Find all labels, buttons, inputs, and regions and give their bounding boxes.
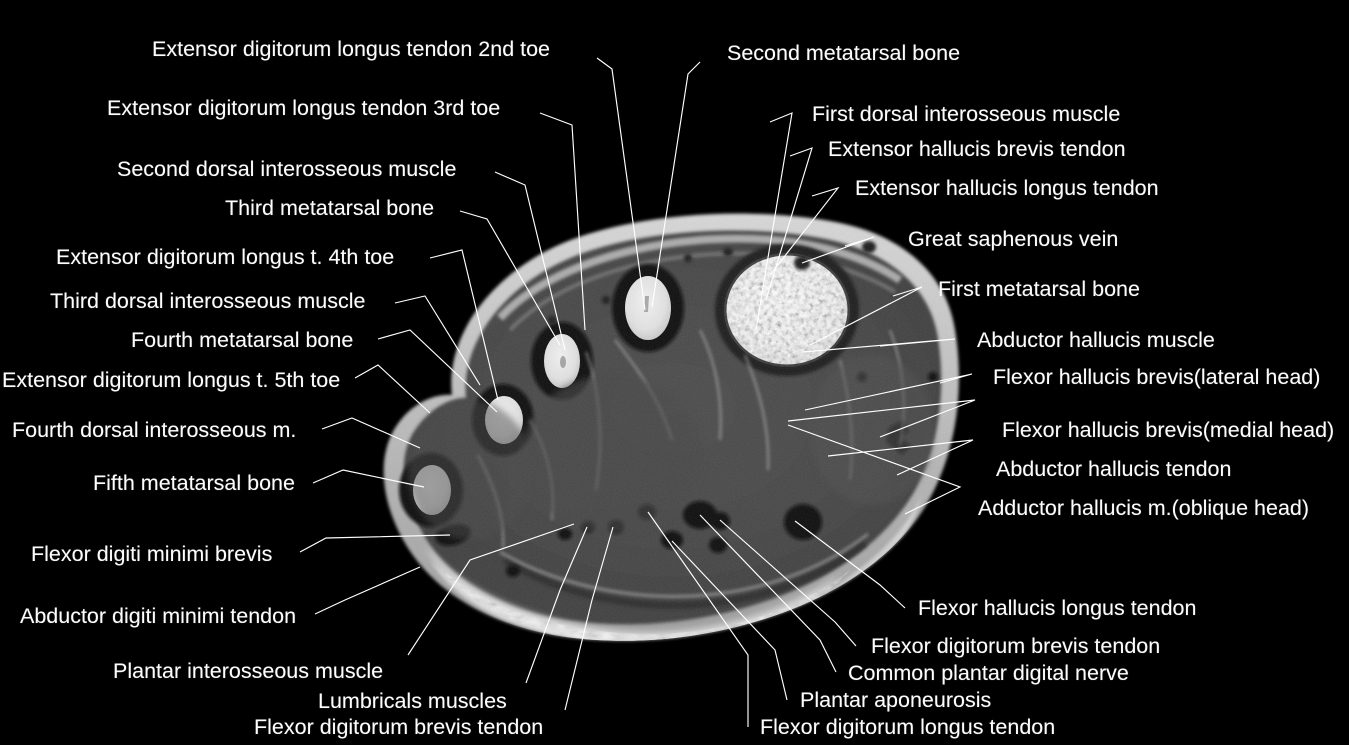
- leader-line-ll-4th-dors: [321, 417, 421, 449]
- label-abductor-digiti-minimi-tendon: Abductor digiti minimi tendon: [20, 604, 297, 628]
- leader-line-ll-cpdn: [699, 514, 837, 673]
- leader-line-ll-3rd-meta: [459, 210, 561, 346]
- label-ehl-tendon: Extensor hallucis longus tendon: [855, 176, 1159, 200]
- leader-line-ll-ehl: [769, 186, 840, 276]
- leader-line-ll-abd-hal-t: [827, 439, 974, 476]
- leader-line-ll-add-hal: [787, 424, 962, 515]
- label-edl-3rd-toe: Extensor digitorum longus tendon 3rd toe: [107, 96, 501, 120]
- leader-line-ll-gsv: [801, 236, 875, 264]
- leader-line-ll-4th-meta: [377, 329, 498, 413]
- label-fdl-tendon: Flexor digitorum longus tendon: [760, 715, 1056, 739]
- leader-line-ll-1st-meta: [809, 286, 923, 346]
- leader-line-ll-fhb-lat: [804, 373, 973, 411]
- label-second-metatarsal: Second metatarsal bone: [727, 41, 961, 65]
- leader-line-ll-2nd-dors: [494, 171, 566, 351]
- label-fifth-metatarsal: Fifth metatarsal bone: [93, 471, 295, 495]
- label-plantar-aponeurosis: Plantar aponeurosis: [800, 688, 992, 712]
- leader-line-ll-edl-2nd: [596, 57, 646, 311]
- label-fourth-metatarsal: Fourth metatarsal bone: [131, 328, 354, 352]
- leader-line-ll-edl-3rd: [539, 112, 586, 331]
- leader-line-ll-5th-meta: [312, 469, 425, 488]
- label-ehb-tendon: Extensor hallucis brevis tendon: [828, 137, 1126, 161]
- leader-line-ll-admt: [314, 566, 421, 615]
- label-fhb-lateral-head: Flexor hallucis brevis(lateral head): [993, 365, 1321, 389]
- label-common-plantar-digital-nerve: Common plantar digital nerve: [848, 661, 1129, 685]
- label-great-saphenous-vein: Great saphenous vein: [908, 227, 1119, 251]
- label-lumbricals: Lumbricals muscles: [318, 689, 507, 713]
- foot-cross-section: [383, 213, 959, 641]
- label-fhl-tendon: Flexor hallucis longus tendon: [918, 596, 1197, 620]
- leader-line-ll-fdl: [647, 511, 749, 727]
- label-abductor-hallucis-muscle: Abductor hallucis muscle: [977, 328, 1215, 352]
- leader-line-ll-3rd-dors: [394, 295, 481, 386]
- leader-line-ll-1st-dors: [755, 112, 793, 331]
- label-fourth-dorsal-interosseous: Fourth dorsal interosseous m.: [12, 418, 297, 442]
- label-edl-2nd-toe: Extensor digitorum longus tendon 2nd toe: [152, 37, 551, 61]
- leader-line-ll-ehb: [765, 147, 813, 301]
- leader-line-ll-fdmb: [299, 534, 451, 553]
- label-adductor-hallucis-oblique: Adductor hallucis m.(oblique head): [978, 496, 1310, 520]
- leader-line-ll-fhb-med: [787, 399, 976, 438]
- leader-line-ll-lumb: [525, 526, 588, 684]
- label-first-dorsal-interosseous: First dorsal interosseous muscle: [812, 102, 1121, 126]
- leader-line-ll-abd-hal: [802, 338, 956, 353]
- label-fdb-tendon-left: Flexor digitorum brevis tendon: [254, 715, 544, 739]
- label-flexor-digiti-minimi-brevis: Flexor digiti minimi brevis: [31, 542, 273, 566]
- label-fdb-tendon-right: Flexor digitorum brevis tendon: [871, 634, 1161, 658]
- label-edl-5th-toe: Extensor digitorum longus t. 5th toe: [2, 368, 341, 392]
- leader-line-ll-fdb-right: [719, 519, 857, 647]
- label-plantar-interosseous: Plantar interosseous muscle: [113, 659, 384, 683]
- leader-line-ll-edl-4th: [429, 249, 499, 401]
- label-third-metatarsal: Third metatarsal bone: [225, 196, 435, 220]
- label-first-metatarsal: First metatarsal bone: [938, 277, 1140, 301]
- label-edl-4th-toe: Extensor digitorum longus t. 4th toe: [56, 245, 395, 269]
- label-third-dorsal-interosseous: Third dorsal interosseous muscle: [50, 289, 366, 313]
- leader-line-ll-fdb-left: [564, 526, 614, 711]
- leader-line-ll-2nd-meta: [651, 61, 701, 308]
- leader-line-ll-plant-ap: [671, 540, 788, 701]
- label-second-dorsal-interosseous: Second dorsal interosseous muscle: [117, 157, 457, 181]
- label-abductor-hallucis-tendon: Abductor hallucis tendon: [996, 457, 1232, 481]
- label-fhb-medial-head: Flexor hallucis brevis(medial head): [1002, 418, 1335, 442]
- leader-line-ll-fhl: [794, 520, 906, 609]
- leader-line-ll-edl-5th: [354, 364, 431, 414]
- leader-line-ll-plantar-int: [407, 523, 575, 656]
